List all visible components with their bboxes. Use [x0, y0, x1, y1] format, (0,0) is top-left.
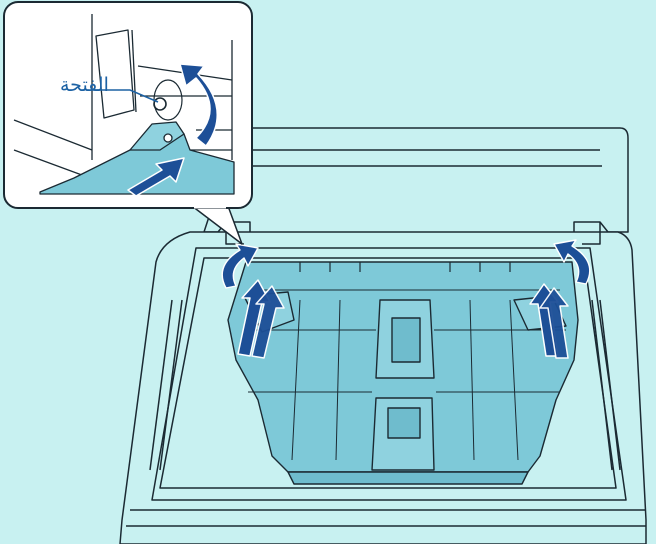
arrow-up-icon	[127, 157, 185, 197]
document-chute	[227, 261, 579, 485]
curved-arrow-icon	[179, 63, 218, 147]
zoom-detail	[13, 14, 233, 179]
arrow-up-icon	[237, 279, 569, 359]
slot-label: الفتحة	[60, 74, 109, 96]
curved-arrow-icon	[221, 239, 591, 289]
zoom-tray-part	[39, 121, 235, 195]
callout-bubble	[3, 1, 253, 209]
label-leader-line	[92, 89, 159, 103]
